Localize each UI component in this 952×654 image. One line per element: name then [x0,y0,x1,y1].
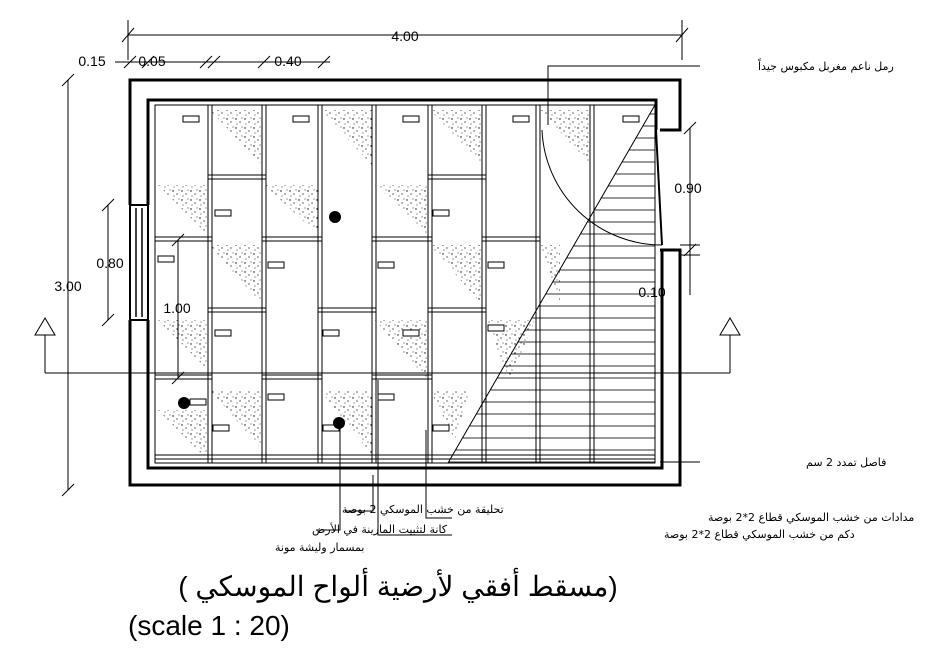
dim-window: 0.80 [96,255,123,271]
dim-wall-outer: 0.15 [78,53,105,69]
note-sleepers: دكم من خشب الموسكي قطاع 2*2 بوصة [664,528,855,541]
dim-overall-width: 4.00 [391,28,418,44]
nail-symbols [178,211,345,429]
dim-overall-height: 3.00 [54,278,81,294]
floor-plan-drawing: 4.00 0.15 0.05 0.40 3.00 0.80 1.00 0.90 … [34,20,914,554]
drawing-scale: (scale 1 : 20) [128,610,290,641]
section-line [34,317,741,374]
note-anchors-line1: كانة لتثبيت المارينة في الأرض [312,522,448,536]
leader-lines [316,65,700,536]
note-anchors-line2: بمسمار وليشة مونة [275,541,364,554]
dim-spacing-vertical: 1.00 [163,300,190,316]
window [129,204,149,321]
walls [128,78,682,487]
anchor-flags [157,115,640,432]
note-collar: تحليقة من خشب الموسكي 2 بوصة [342,503,504,516]
dim-gap: 0.05 [138,53,165,69]
note-sand: رمل ناعم مغربل مكبوس جيداً [758,58,894,73]
dim-spacing: 0.40 [274,53,301,69]
dim-door-jamb: 0.10 [638,284,665,300]
dim-door: 0.90 [674,180,701,196]
note-expansion-gap: فاصل تمدد 2 سم [806,456,886,469]
dimension-lines [61,20,700,497]
drawing-title: (مسقط أفقي لأرضية ألواح الموسكي ) [178,571,618,602]
door [541,129,663,246]
note-joists: مدادات من خشب الموسكي قطاع 2*2 بوصة [708,511,914,524]
